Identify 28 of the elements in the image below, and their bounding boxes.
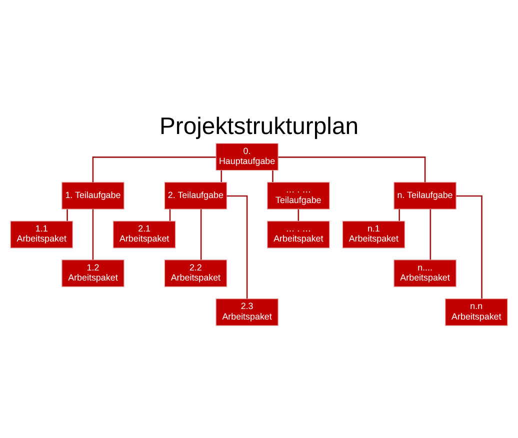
node-box: n.... Arbeitspaket	[394, 260, 456, 288]
connector	[430, 209, 432, 260]
node-box: 1. Teilaufgabe	[62, 182, 124, 210]
node-box: n.1 Arbeitspaket	[342, 220, 406, 248]
connector	[398, 209, 400, 221]
node-box: … . … Arbeitspaket	[267, 220, 330, 248]
connector	[169, 209, 171, 221]
connector	[298, 209, 300, 221]
node-box: 2.3 Arbeitspaket	[216, 298, 278, 326]
connector	[220, 170, 222, 182]
node-box: 1.1 Arbeitspaket	[10, 220, 74, 248]
connector	[92, 209, 94, 260]
node-box: 1.2 Arbeitspaket	[62, 260, 124, 288]
connector	[92, 156, 216, 182]
connector	[66, 209, 68, 221]
node-box: … . … Teilaufgabe	[267, 182, 330, 210]
node-box: 2.2 Arbeitspaket	[164, 260, 228, 288]
node-box: n. Teilaufgabe	[394, 182, 456, 210]
diagram-title: Projektstrukturplan	[159, 112, 359, 140]
connector	[272, 170, 274, 182]
node-box: 2. Teilaufgabe	[164, 182, 228, 210]
node-box: n.n Arbeitspaket	[444, 298, 508, 326]
node-box: 0. Hauptaufgabe	[216, 143, 278, 171]
connector	[226, 195, 248, 299]
connector	[278, 156, 426, 182]
connector	[456, 195, 482, 299]
connector	[200, 209, 202, 260]
node-box: 2.1 Arbeitspaket	[112, 220, 176, 248]
